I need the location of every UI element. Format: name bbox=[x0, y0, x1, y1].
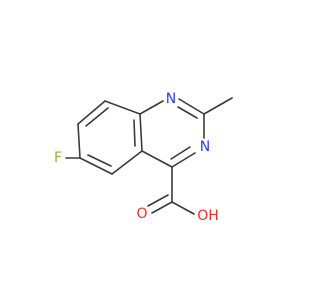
bond-c6-c5-inner bbox=[87, 154, 112, 167]
bond-c8a-n1 bbox=[139, 100, 164, 115]
bond-n3-c4-inner bbox=[170, 146, 191, 160]
bond-c6-c5-outer bbox=[79, 157, 113, 175]
bond-c5-c4a bbox=[111, 150, 143, 175]
atom-n1: N bbox=[166, 91, 176, 107]
bond-c2-methyl bbox=[203, 97, 233, 115]
bond-c4-c4a bbox=[141, 150, 173, 168]
atom-label-layer: N N F O OH bbox=[54, 91, 219, 224]
bond-carboxyl-carbonyl-outer bbox=[151, 201, 173, 214]
molecule-structure: N N F O OH bbox=[53, 91, 233, 224]
bond-n1-c2-outer bbox=[178, 98, 205, 115]
bond-c4a-c8a-outer bbox=[139, 113, 143, 152]
bond-carboxyl-carbonyl-inner bbox=[147, 194, 169, 207]
bond-c7-c6 bbox=[77, 123, 81, 159]
bond-c8-c7-outer bbox=[77, 100, 106, 125]
atom-hydroxyl-oxygen: OH bbox=[197, 208, 219, 224]
bond-n3-c4-outer bbox=[171, 152, 196, 168]
bond-c8-c7-inner bbox=[85, 107, 109, 127]
bond-carboxyl-hydroxyl bbox=[171, 201, 195, 215]
bond-n1-c2-inner bbox=[177, 106, 198, 119]
atom-fluorine: F bbox=[54, 150, 62, 166]
bond-c4a-c8a-inner bbox=[133, 119, 136, 147]
bond-layer bbox=[65, 97, 233, 215]
atom-carbonyl-oxygen: O bbox=[136, 206, 147, 222]
atom-n3: N bbox=[200, 139, 210, 155]
bond-c8a-c8 bbox=[104, 100, 141, 115]
